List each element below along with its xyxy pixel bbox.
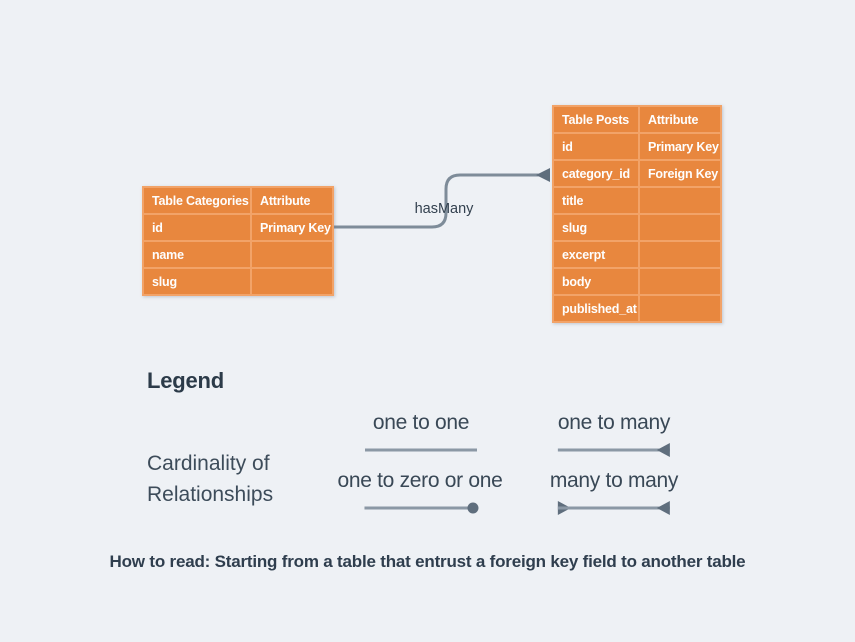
legend-item-label: many to many: [549, 469, 679, 492]
table-cell: [640, 269, 720, 294]
legend-subtitle: Cardinality of Relationships: [147, 452, 274, 506]
table-cell: slug: [554, 215, 638, 240]
relationship-label: hasMany: [414, 201, 474, 217]
legend-item-one-to-zero-or-one: one to zero or one: [337, 469, 502, 515]
table-cell: [252, 269, 332, 294]
legend-item-one-to-many: one to many: [557, 411, 671, 457]
table-cell: excerpt: [554, 242, 638, 267]
legend-item-many-to-many: many to many: [550, 469, 678, 515]
many-arrowhead-icon: [536, 168, 550, 182]
table-cell: body: [554, 269, 638, 294]
legend-item-one-to-one: one to one: [365, 411, 477, 457]
table-cell: id: [554, 134, 638, 159]
legend-title: Legend: [147, 368, 225, 393]
table-cell: [640, 242, 720, 267]
legend-item-label: one to zero or one: [337, 469, 503, 492]
table-cell: [640, 215, 720, 240]
table-cell: Primary Key: [640, 134, 720, 159]
table-cell: [640, 188, 720, 213]
legend-item-label: one to one: [372, 411, 470, 434]
table-header-cell: Attribute: [640, 107, 720, 132]
table-cell: id: [144, 215, 250, 240]
one-to-zero-or-one-marker-icon: [364, 500, 476, 515]
table-header-cell: Table Posts: [554, 107, 638, 132]
table-cell: title: [554, 188, 638, 213]
table-cell: [640, 296, 720, 321]
table-cell: Primary Key: [252, 215, 332, 240]
table-cell: slug: [144, 269, 250, 294]
table-cell: Foreign Key: [640, 161, 720, 186]
many-to-many-marker-icon: [557, 500, 670, 515]
legend-line-bar: [557, 506, 670, 509]
table-cell: name: [144, 242, 250, 267]
one-to-many-marker-icon: [558, 442, 670, 457]
legend-item-label: one to many: [557, 411, 671, 434]
table-header-cell: Table Categories: [144, 188, 250, 213]
table-header-cell: Attribute: [252, 188, 332, 213]
table-cell: [252, 242, 332, 267]
table-cell: published_at: [554, 296, 638, 321]
how-to-read-note: How to read: Starting from a table that …: [109, 552, 746, 571]
one-to-one-marker-icon: [365, 442, 477, 457]
table-cell: category_id: [554, 161, 638, 186]
